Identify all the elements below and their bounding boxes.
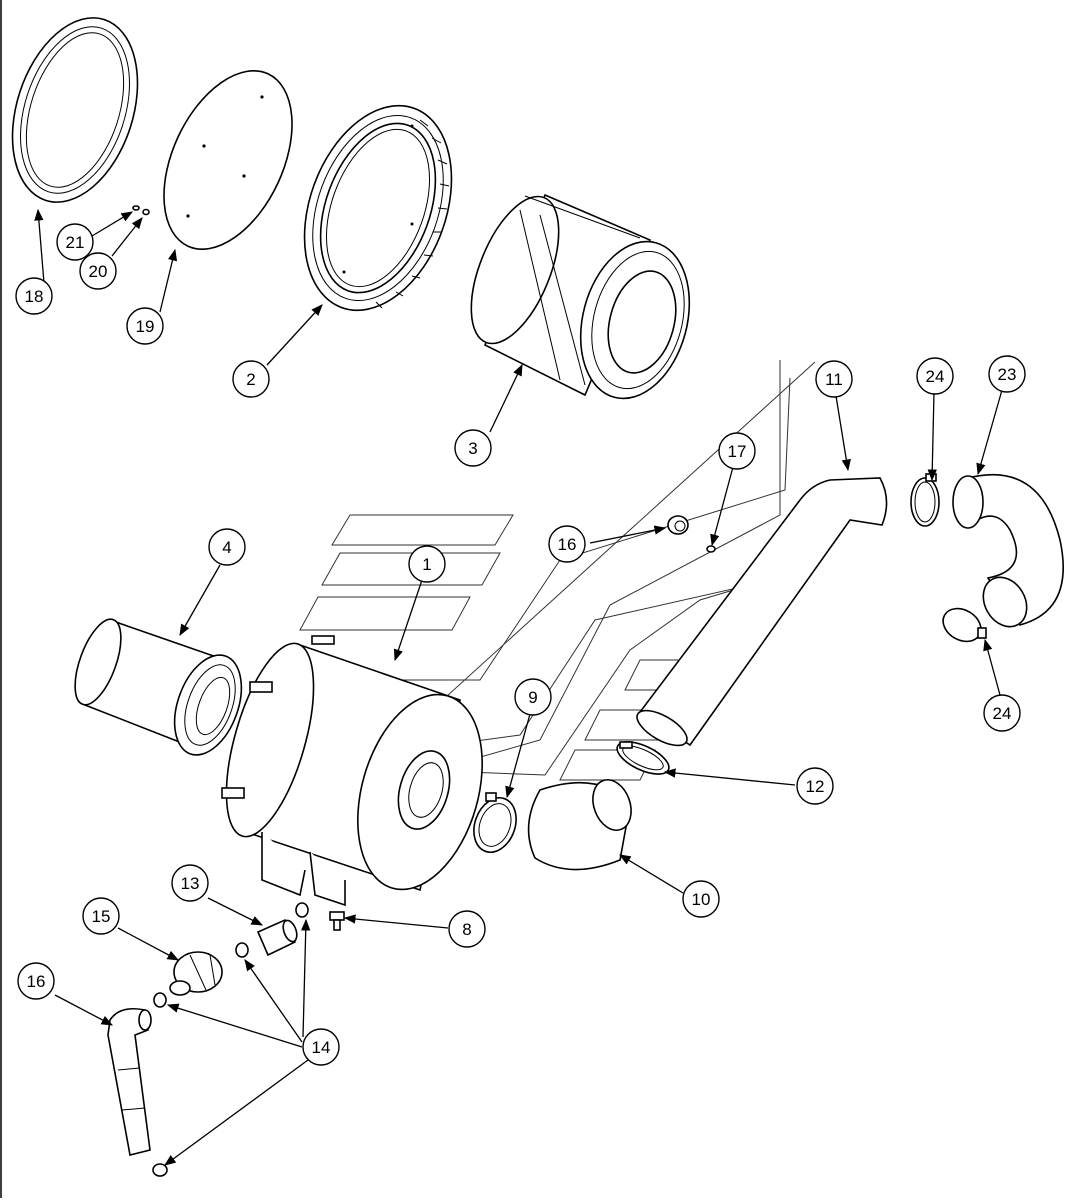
callout-1: 1 (408, 545, 446, 583)
callout-20: 19 (126, 307, 164, 345)
safety-filter-4 (74, 618, 243, 756)
callout-24-top: 24 (916, 357, 954, 395)
callout-9: 9 (514, 678, 552, 716)
housing-1 (221, 635, 483, 907)
small-clamp-14d (152, 1163, 168, 1177)
svg-text:24: 24 (926, 367, 945, 386)
callout-15: 15 (82, 897, 120, 935)
callout-14: 14 (302, 1028, 340, 1066)
clamp-9 (473, 792, 517, 853)
svg-text:12: 12 (806, 777, 825, 796)
screw-21-22 (132, 205, 150, 216)
clamp-24-upper (910, 473, 940, 527)
svg-text:20: 20 (89, 262, 108, 281)
svg-text:2: 2 (246, 370, 255, 389)
svg-text:16: 16 (27, 972, 46, 991)
svg-text:4: 4 (222, 538, 231, 557)
callout-2: 2 (232, 360, 270, 398)
valve-15 (169, 951, 223, 996)
callout-4: 4 (208, 528, 246, 566)
svg-text:19: 19 (136, 317, 155, 336)
svg-text:21: 21 (66, 233, 85, 252)
clamp-24-lower (942, 607, 987, 643)
callout-11: 11 (815, 360, 853, 398)
svg-text:1: 1 (422, 555, 431, 574)
drain-hose-16 (107, 1007, 152, 1156)
callout-8: 8 (448, 910, 486, 948)
svg-text:13: 13 (181, 874, 200, 893)
leader-lines (34, 208, 1003, 1166)
svg-text:8: 8 (462, 920, 471, 939)
svg-text:17: 17 (728, 442, 747, 461)
svg-text:24: 24 (993, 704, 1012, 723)
callout-18: 17 (718, 432, 756, 470)
callout-13: 13 (171, 864, 209, 902)
small-clamp-14a (295, 902, 309, 918)
svg-text:16: 16 (558, 535, 577, 554)
svg-text:10: 10 (692, 890, 711, 909)
cover-2 (303, 104, 453, 312)
seal-ring-19 (11, 17, 139, 203)
plug-18 (706, 545, 716, 553)
svg-text:9: 9 (528, 688, 537, 707)
svg-text:23: 23 (998, 365, 1017, 384)
u-bend-hose-23 (952, 473, 1064, 628)
callout-21: 20 (79, 252, 117, 290)
svg-text:3: 3 (468, 439, 477, 458)
filter-element-3 (470, 193, 691, 400)
callout-22: 21 (56, 223, 94, 261)
callout-10: 10 (682, 880, 720, 918)
callout-24-bottom: 24 (983, 694, 1021, 732)
callout-3: 3 (454, 429, 492, 467)
gasket-plate-20 (163, 70, 293, 250)
callout-12: 12 (796, 767, 834, 805)
elbow-inlet-10 (527, 779, 632, 871)
svg-text:18: 18 (25, 287, 44, 306)
callout-16: 16 (17, 962, 55, 1000)
small-clamp-14b (235, 942, 249, 958)
callout-17: 16 (548, 525, 586, 563)
elbow-tube-11 (636, 477, 888, 747)
indicator-17 (667, 515, 689, 535)
callout-19: 18 (15, 277, 53, 315)
svg-text:11: 11 (825, 370, 843, 389)
small-clamp-14c (153, 992, 167, 1008)
bolt-8 (329, 911, 345, 931)
callout-23: 23 (988, 355, 1026, 393)
svg-text:14: 14 (312, 1038, 331, 1057)
hose-13 (256, 918, 298, 957)
svg-text:15: 15 (92, 907, 111, 926)
